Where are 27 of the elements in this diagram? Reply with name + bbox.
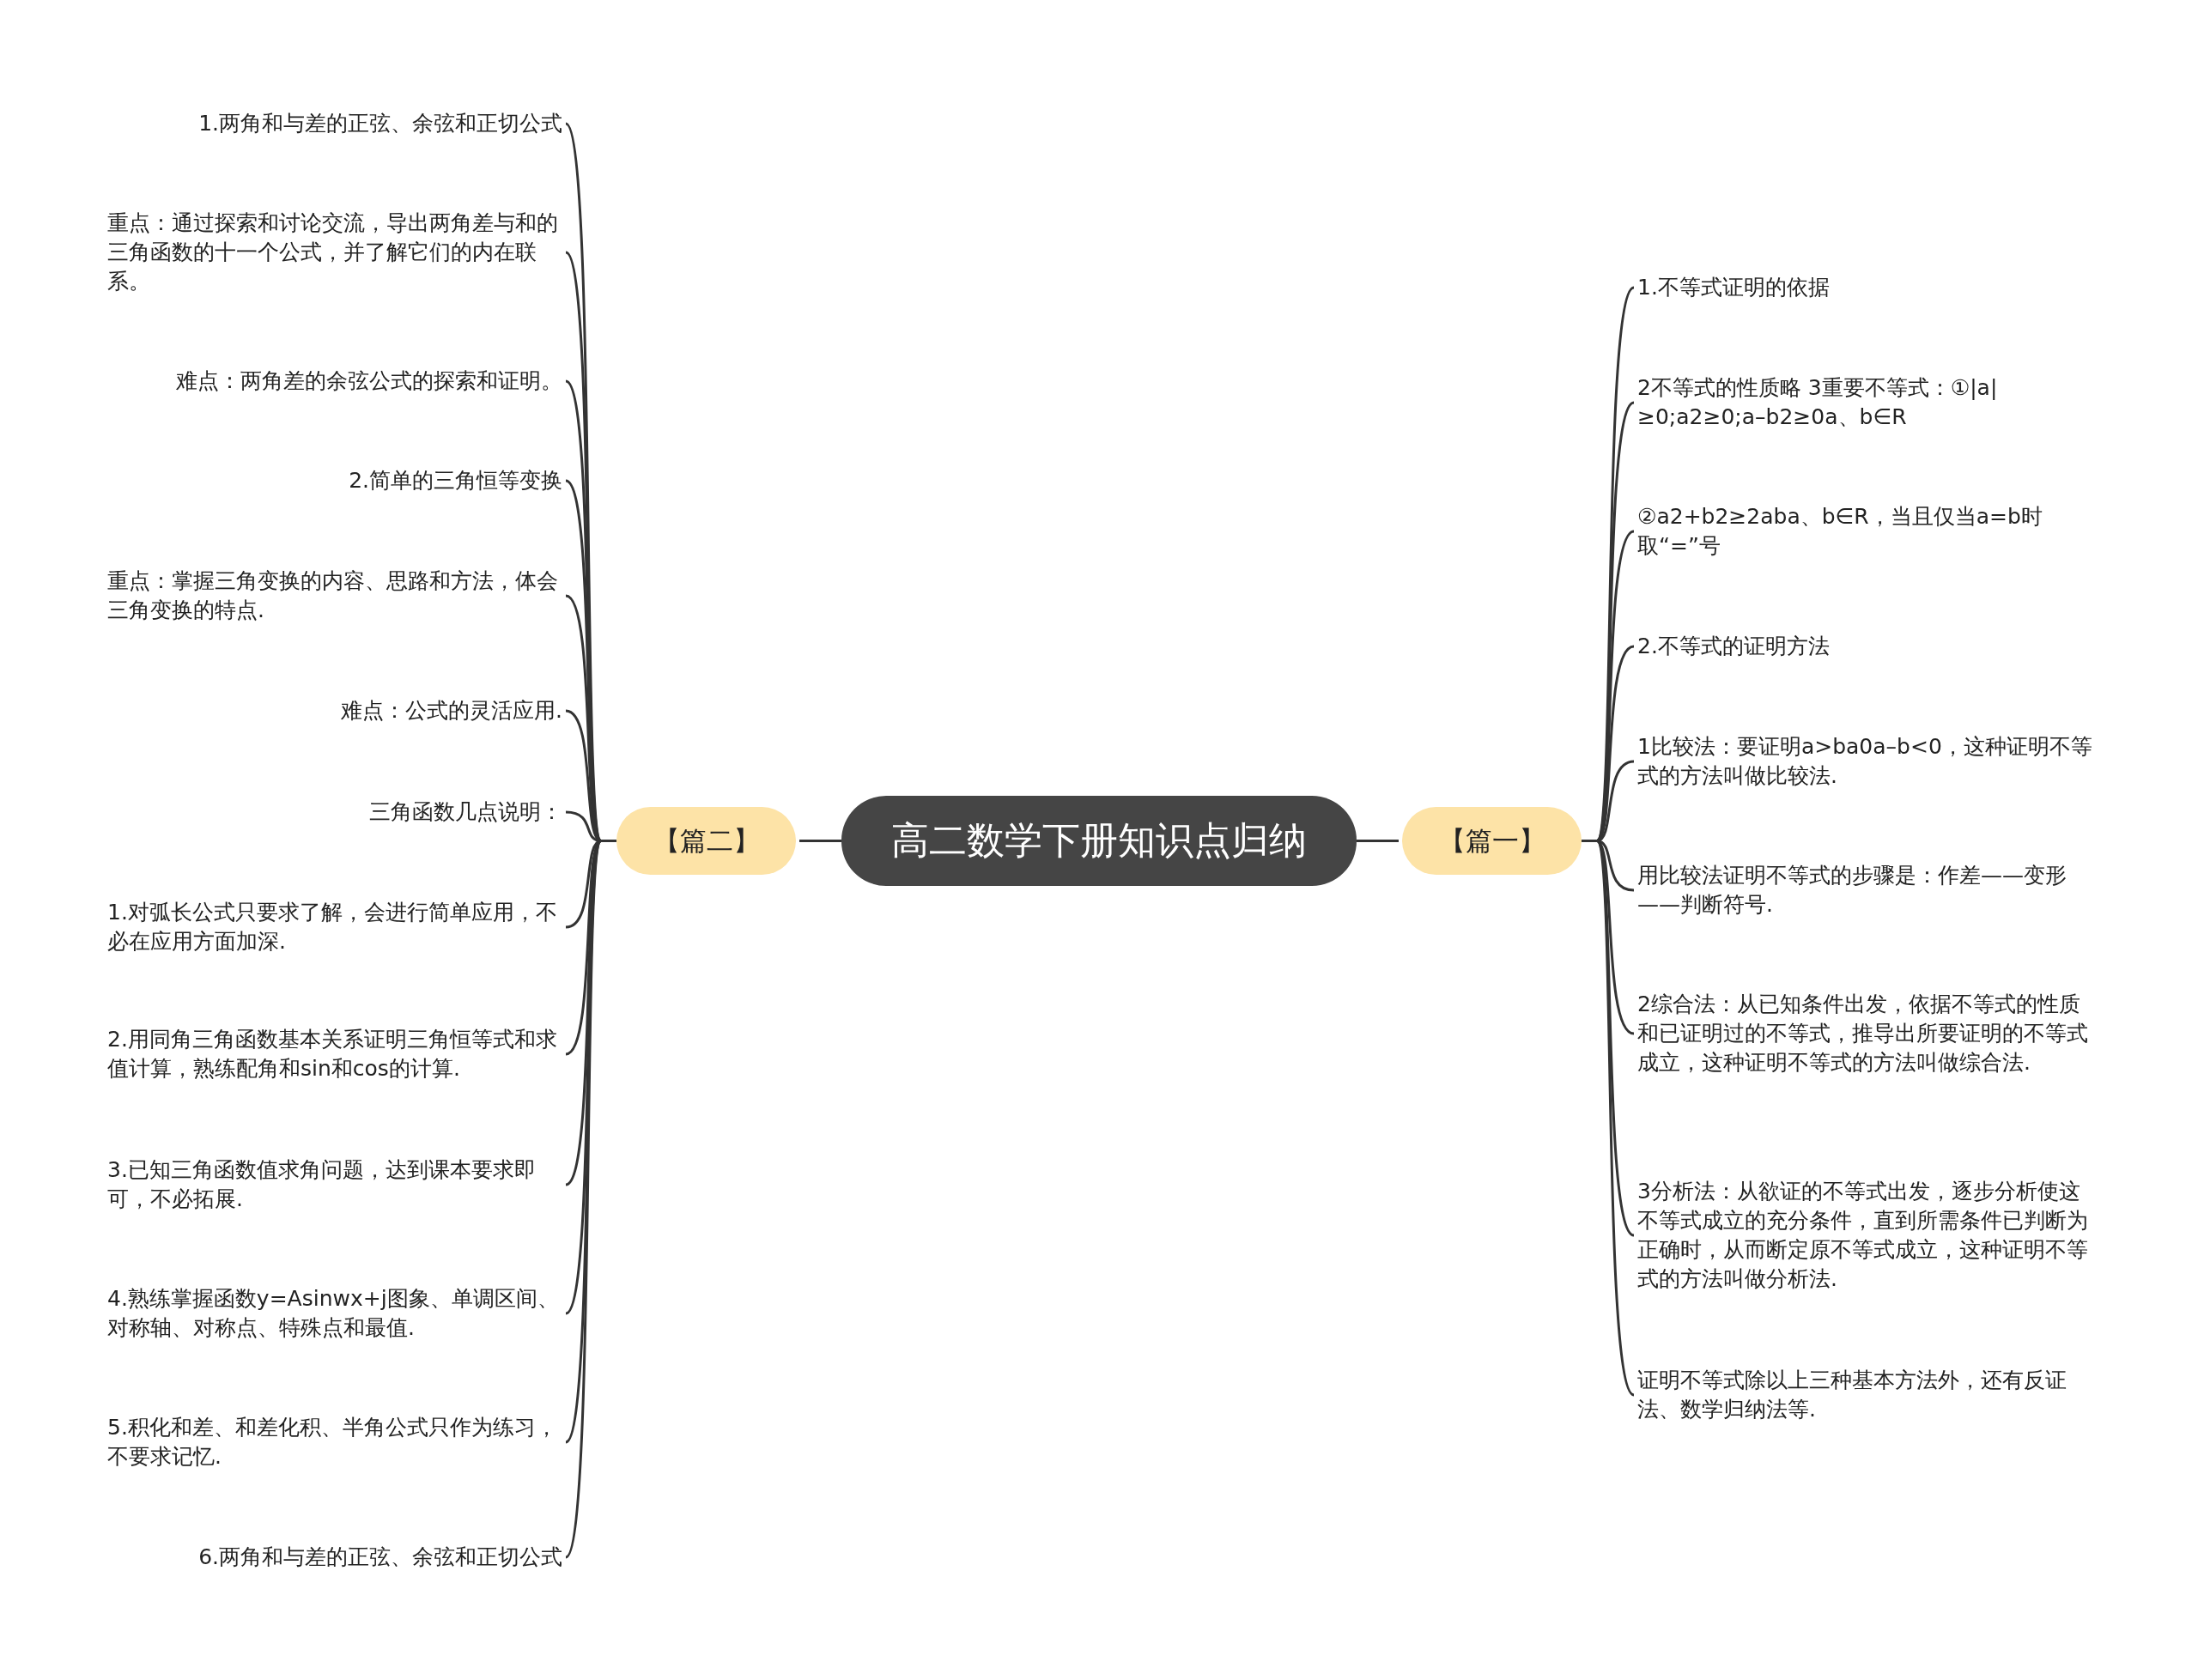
branch-box: 【篇一】 [1402, 807, 1582, 875]
leaf-text: 3分析法：从欲证的不等式出发，逐步分析使这不等式成立的充分条件，直到所需条件已判断为正确时，从而断定原不等式成立，这种证明不等式的方法叫做分析法. [1637, 1177, 2092, 1294]
leaf-text: 2.不等式的证明方法 [1637, 632, 1830, 661]
leaf-text: 重点：掌握三角变换的内容、思路和方法，体会三角变换的特点. [107, 567, 562, 625]
leaf-text: 三角函数几点说明： [369, 798, 562, 827]
leaf-text: 4.熟练掌握函数y=Asinwx+j图象、单调区间、对称轴、对称点、特殊点和最值. [107, 1284, 562, 1343]
connector-line [799, 840, 841, 842]
leaf-text: 难点：两角差的余弦公式的探索和证明。 [176, 367, 562, 396]
leaf-text: 2.用同角三角函数基本关系证明三角恒等式和求值计算，熟练配角和sin和cos的计算. [107, 1025, 562, 1083]
topic-box: 高二数学下册知识点归纳 [841, 796, 1357, 886]
connector-line [1357, 840, 1399, 842]
leaf-text: 2.简单的三角恒等变换 [349, 466, 562, 495]
leaf-text: 2综合法：从已知条件出发，依据不等式的性质和已证明过的不等式，推导出所要证明的不等式成立，这种证明不等式的方法叫做综合法. [1637, 990, 2092, 1077]
leaf-text: 6.两角和与差的正弦、余弦和正切公式 [198, 1543, 562, 1572]
leaf-text: ②a2+b2≥2aba、b∈R，当且仅当a=b时取“=”号 [1637, 502, 2092, 561]
leaf-text: 3.已知三角函数值求角问题，达到课本要求即可，不必拓展. [107, 1155, 562, 1214]
leaf-text: 1.不等式证明的依据 [1637, 273, 1830, 302]
leaf-text: 用比较法证明不等式的步骤是：作差——变形——判断符号. [1637, 861, 2092, 919]
leaf-text: 2不等式的性质略 3重要不等式：①|a|≥0;a2≥0;a–b2≥0a、b∈R [1637, 373, 2092, 432]
leaf-text: 1.两角和与差的正弦、余弦和正切公式 [198, 109, 562, 138]
leaf-text: 1.对弧长公式只要求了解，会进行简单应用，不必在应用方面加深. [107, 898, 562, 956]
leaf-text: 1比较法：要证明a>ba0a–b<0，这种证明不等式的方法叫做比较法. [1637, 732, 2092, 791]
leaf-text: 重点：通过探索和讨论交流，导出两角差与和的三角函数的十一个公式，并了解它们的内在联系。 [107, 209, 562, 296]
leaf-text: 证明不等式除以上三种基本方法外，还有反证法、数学归纳法等. [1637, 1366, 2092, 1424]
leaf-text: 难点：公式的灵活应用. [341, 696, 562, 725]
branch-box: 【篇二】 [616, 807, 796, 875]
leaf-text: 5.积化和差、和差化积、半角公式只作为练习，不要求记忆. [107, 1413, 562, 1471]
